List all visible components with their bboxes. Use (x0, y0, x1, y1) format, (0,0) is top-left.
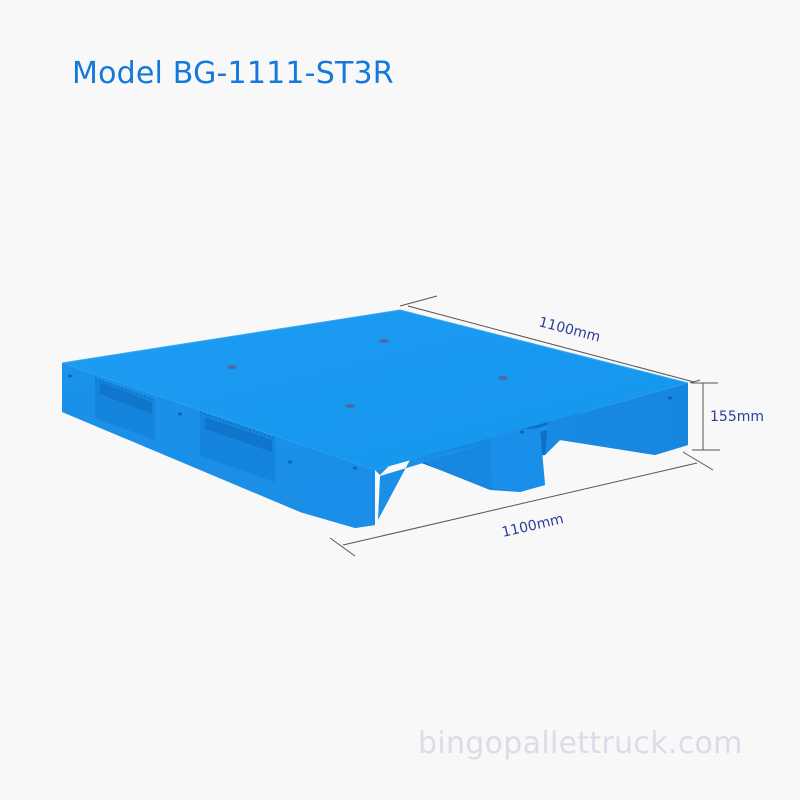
dimension-height-label: 155mm (710, 409, 764, 425)
dimension-top-label: 1100mm (537, 314, 602, 345)
dimension-height: 155mm (692, 382, 764, 451)
website-watermark: bingopallettruck.com (418, 726, 743, 761)
pallet-image (61, 309, 689, 528)
model-title: Model BG-1111-ST3R (72, 56, 394, 91)
dimension-bottom-label: 1100mm (500, 511, 565, 541)
